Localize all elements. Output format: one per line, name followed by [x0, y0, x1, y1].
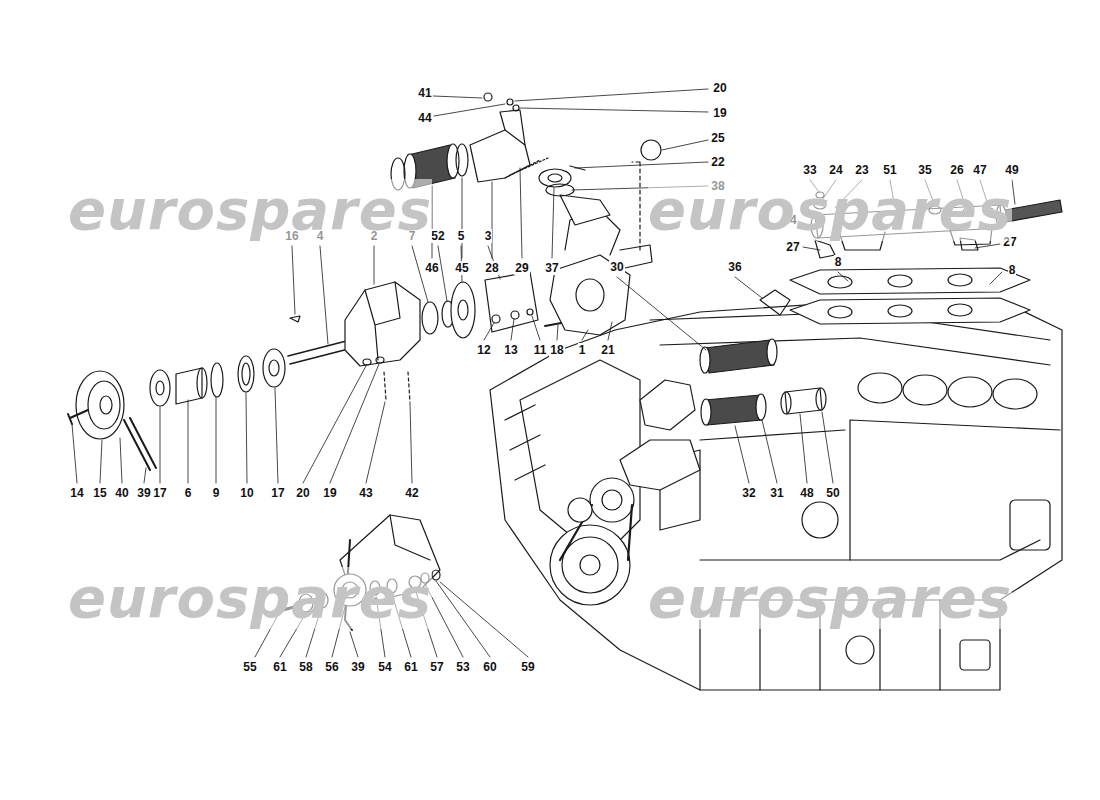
callout-number: 17 [270, 486, 285, 500]
callout-number: 12 [476, 343, 491, 357]
callout-number: 22 [710, 155, 725, 169]
callout-number: 28 [484, 261, 499, 275]
callout-number: 20 [712, 81, 727, 95]
callout-number: 35 [917, 163, 932, 177]
callout-number: 42 [404, 486, 419, 500]
callout-number: 19 [712, 106, 727, 120]
callout-number: 26 [949, 163, 964, 177]
callout-number: 6 [184, 486, 193, 500]
watermark: eurospares [68, 567, 432, 629]
callout-number: 29 [514, 261, 529, 275]
callout-number: 14 [69, 486, 84, 500]
callout-number: 49 [1004, 163, 1019, 177]
callout-number: 46 [424, 261, 439, 275]
callout-number: 31 [769, 486, 784, 500]
callout-number: 53 [455, 660, 470, 674]
callout-number: 58 [298, 660, 313, 674]
callout-number: 5 [457, 229, 466, 243]
callout-number: 39 [136, 486, 151, 500]
callout-number: 20 [295, 486, 310, 500]
callout-number: 44 [417, 111, 432, 125]
callout-number: 56 [324, 660, 339, 674]
callout-number: 57 [429, 660, 444, 674]
callout-number: 13 [503, 343, 518, 357]
watermark: eurospares [648, 179, 1012, 241]
callout-number: 54 [377, 660, 392, 674]
callout-number: 60 [482, 660, 497, 674]
callout-number: 17 [152, 486, 167, 500]
callout-number: 48 [799, 486, 814, 500]
callout-number: 25 [710, 131, 725, 145]
callout-number: 15 [92, 486, 107, 500]
water-pump-parts [68, 93, 661, 470]
callout-number: 30 [609, 260, 624, 274]
callout-number: 11 [533, 343, 548, 357]
callout-number: 52 [430, 229, 445, 243]
callout-number: 33 [802, 163, 817, 177]
callout-number: 40 [114, 486, 129, 500]
callout-number: 41 [417, 86, 432, 100]
callout-number: 37 [544, 261, 559, 275]
callout-number: 61 [272, 660, 287, 674]
engine-block [490, 300, 1062, 690]
callout-number: 9 [212, 486, 221, 500]
watermark: eurospares [648, 567, 1012, 629]
callout-number: 10 [239, 486, 254, 500]
callout-number: 24 [828, 163, 843, 177]
callout-number: 19 [322, 486, 337, 500]
callout-number: 23 [854, 163, 869, 177]
callout-number: 43 [358, 486, 373, 500]
callout-number: 51 [882, 163, 897, 177]
callout-number: 39 [350, 660, 365, 674]
callout-number: 45 [454, 261, 469, 275]
callout-number: 61 [403, 660, 418, 674]
callout-number: 32 [741, 486, 756, 500]
watermark: eurospares [68, 179, 432, 241]
callout-number: 47 [972, 163, 987, 177]
callout-number: 8 [1008, 263, 1017, 277]
callout-number: 1 [578, 343, 587, 357]
callout-number: 27 [785, 240, 800, 254]
callout-number: 59 [520, 660, 535, 674]
callout-number: 36 [727, 260, 742, 274]
callout-number: 8 [834, 255, 843, 269]
callout-number: 21 [600, 343, 615, 357]
callout-number: 55 [242, 660, 257, 674]
callout-number: 3 [484, 229, 493, 243]
callout-number: 50 [825, 486, 840, 500]
callout-number: 18 [549, 343, 564, 357]
